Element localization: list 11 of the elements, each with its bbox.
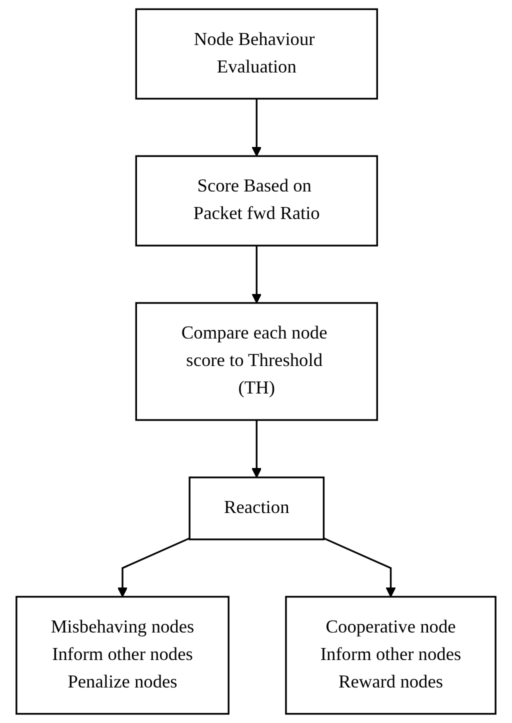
arrow (252, 98, 262, 157)
arrow (252, 420, 262, 478)
node-box: Score Based on Packet fwd Ratio (135, 155, 378, 246)
arrow (323, 537, 396, 598)
node-box: Misbehaving nodes Inform other nodes Penalize nodes (16, 596, 230, 715)
node-box: Compare each node score to Threshold (TH) (135, 302, 378, 421)
arrow (252, 246, 262, 304)
node-box: Node Behaviour Evaluation (135, 8, 378, 100)
arrow (117, 537, 190, 598)
node-box: Reaction (188, 476, 325, 540)
node-box: Cooperative node Inform other nodes Reward nodes (285, 596, 496, 715)
